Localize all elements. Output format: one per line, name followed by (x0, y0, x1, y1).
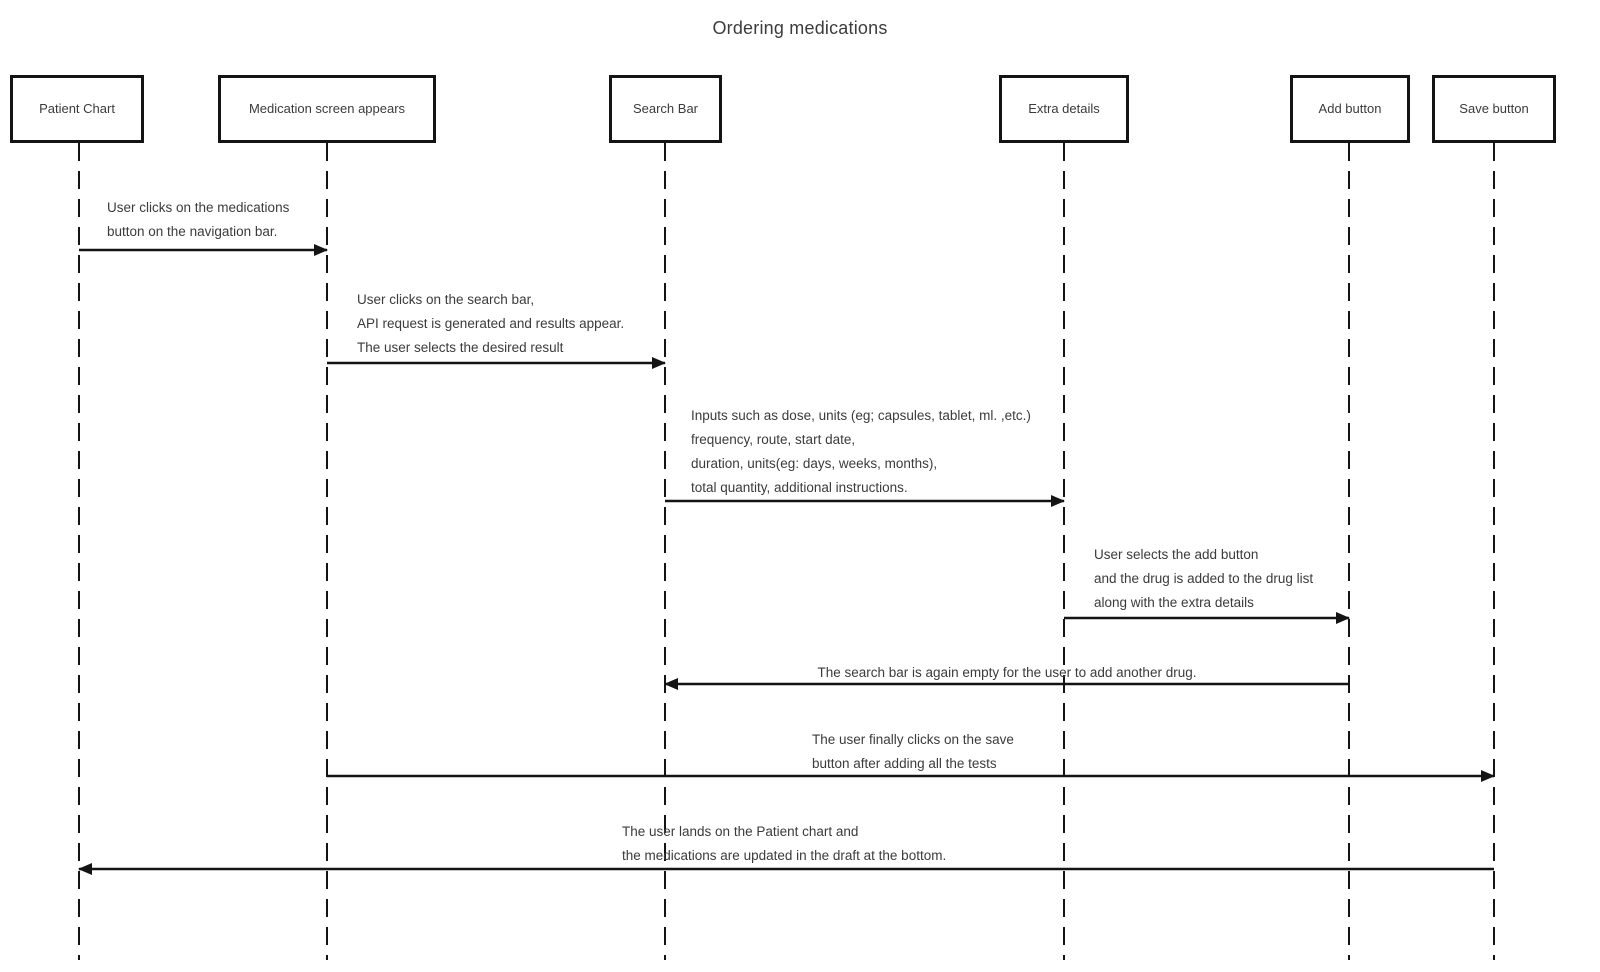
message-label-m7: The user lands on the Patient chart and … (622, 820, 946, 868)
message-label-line: Inputs such as dose, units (eg; capsules… (691, 408, 1031, 423)
message-label-line: API request is generated and results app… (357, 316, 625, 331)
participant-box-extra-details[interactable]: Extra details (999, 75, 1129, 143)
message-label-line: frequency, route, start date, (691, 432, 856, 447)
participant-label: Add button (1318, 100, 1382, 116)
message-label-line: and the drug is added to the drug list (1094, 571, 1314, 586)
participant-box-save-button[interactable]: Save button (1432, 75, 1556, 143)
message-label-line: the medications are updated in the draft… (622, 848, 947, 863)
message-label-m5: The search bar is again empty for the us… (665, 661, 1349, 685)
message-label-line: along with the extra details (1094, 595, 1254, 610)
participant-box-medication-screen[interactable]: Medication screen appears (218, 75, 436, 143)
message-label-line: The user finally clicks on the save (812, 732, 1014, 747)
participant-label: Patient Chart (39, 100, 115, 116)
participant-box-search-bar[interactable]: Search Bar (609, 75, 722, 143)
message-label-line: User clicks on the medications (107, 200, 290, 215)
message-label-line: The user selects the desired result (357, 340, 564, 355)
message-label-m1: User clicks on the medications button on … (107, 196, 289, 244)
lifelines-group (78, 143, 1495, 960)
participant-label: Medication screen appears (248, 100, 406, 116)
message-label-line: User selects the add button (1094, 547, 1259, 562)
message-label-line: The search bar is again empty for the us… (817, 665, 1197, 680)
message-label-m3: Inputs such as dose, units (eg; capsules… (691, 404, 1031, 500)
participant-label: Save button (1459, 100, 1529, 116)
message-label-line: The user lands on the Patient chart and (622, 824, 859, 839)
participant-box-patient-chart[interactable]: Patient Chart (10, 75, 144, 143)
participant-label: Search Bar (632, 100, 699, 116)
message-label-m2: User clicks on the search bar, API reque… (357, 288, 624, 360)
message-label-m4: User selects the add button and the drug… (1094, 543, 1313, 615)
message-label-line: User clicks on the search bar, (357, 292, 535, 307)
participant-label: Extra details (1028, 100, 1100, 116)
message-label-m6: The user finally clicks on the save butt… (812, 728, 1014, 776)
message-label-line: total quantity, additional instructions. (691, 480, 908, 495)
diagram-title: Ordering medications (712, 18, 888, 38)
message-arrows-group (78, 244, 1495, 875)
message-label-line: button after adding all the tests (812, 756, 997, 771)
message-label-line: duration, units(eg: days, weeks, months)… (691, 456, 938, 471)
participant-box-add-button[interactable]: Add button (1290, 75, 1410, 143)
message-label-line: button on the navigation bar. (107, 224, 278, 239)
